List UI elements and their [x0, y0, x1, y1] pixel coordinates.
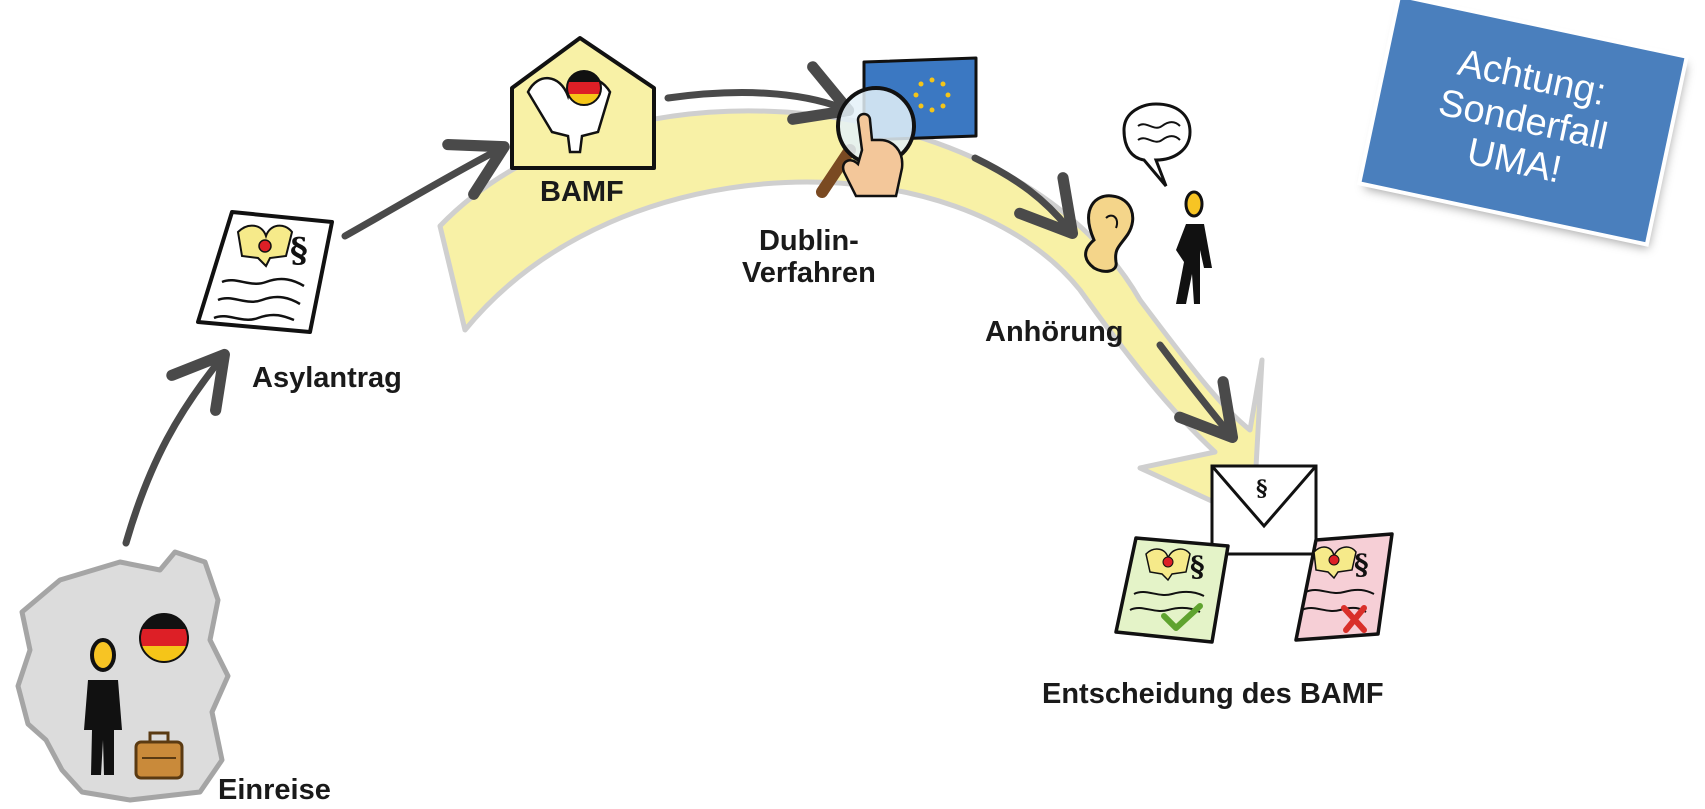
- eagle-icon: [236, 224, 294, 268]
- rejected-document-icon: §: [1294, 532, 1394, 642]
- label-einreise: Einreise: [218, 774, 331, 806]
- standing-person-icon: [1176, 190, 1212, 304]
- approved-document-icon: §: [1114, 536, 1230, 644]
- label-dublin-line1: Dublin-: [758, 225, 859, 257]
- ear-icon: [1084, 194, 1135, 273]
- label-dublin-verfahren: Dublin- Verfahren: [742, 225, 876, 290]
- suitcase-icon: [134, 731, 184, 780]
- person-icon: [84, 638, 122, 775]
- approved-paragraph-symbol: §: [1190, 550, 1205, 583]
- envelope-icon: §: [1210, 464, 1318, 556]
- arrow-dublin-anhoerung: [971, 154, 1079, 240]
- bamf-building-icon: [510, 36, 656, 170]
- arrow-asylantrag-bamf: [341, 138, 510, 240]
- application-document-icon: §: [196, 210, 334, 334]
- label-anhoerung: Anhörung: [985, 316, 1124, 348]
- check-mark-icon: [1161, 603, 1203, 631]
- paragraph-symbol: §: [290, 231, 308, 271]
- magnifying-glass-icon: [816, 86, 916, 198]
- envelope-paragraph-symbol: §: [1256, 476, 1268, 502]
- label-asylantrag: Asylantrag: [252, 362, 402, 394]
- cross-mark-icon: [1341, 605, 1367, 633]
- arrow-bamf-dublin: [664, 61, 855, 125]
- arrow-einreise-asylantrag: [122, 348, 230, 547]
- rejected-paragraph-symbol: §: [1354, 548, 1369, 581]
- speech-bubble-icon: [1122, 102, 1192, 187]
- label-bamf: BAMF: [540, 176, 624, 208]
- label-entscheidung: Entscheidung des BAMF: [1042, 678, 1384, 710]
- german-flag-icon: [139, 613, 189, 663]
- label-dublin-line2: Verfahren: [742, 257, 876, 290]
- arrow-anhoerung-entscheidung: [1156, 341, 1239, 444]
- germany-map-icon: [15, 549, 231, 803]
